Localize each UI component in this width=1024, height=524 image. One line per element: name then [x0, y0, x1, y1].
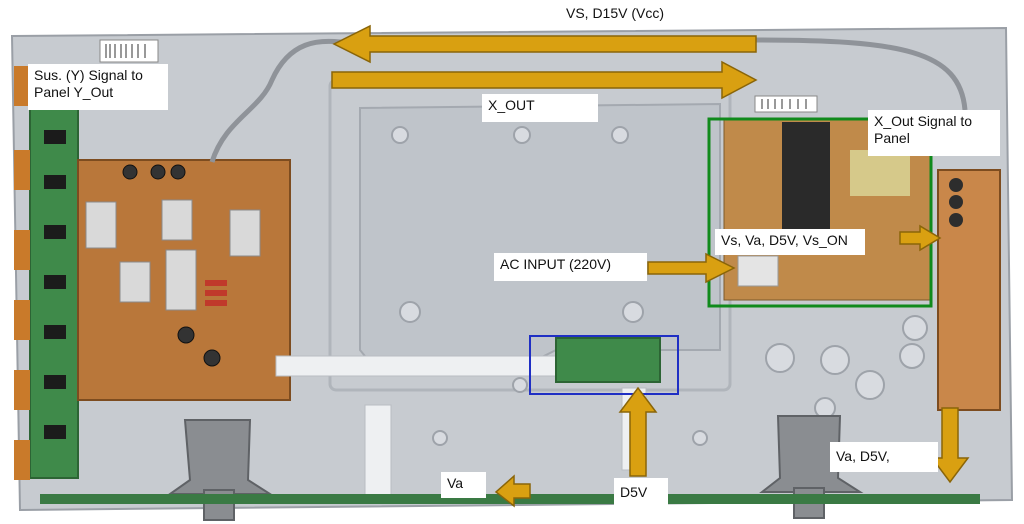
arrow-ac-input — [647, 252, 736, 284]
x-main-capacitors — [949, 178, 963, 227]
label-sus-signal: Sus. (Y) Signal to Panel Y_Out — [28, 64, 168, 110]
barcode-sticker-right — [754, 95, 818, 113]
arrow-vs-left — [332, 24, 757, 64]
arrow-va-left — [494, 474, 531, 508]
label-va-d5v: Va, D5V, — [830, 442, 938, 472]
power-supply-highlight — [707, 117, 933, 308]
y-connectors — [14, 66, 30, 480]
y-main-coils — [205, 280, 227, 306]
y-main-transformers — [85, 199, 261, 311]
arrow-x-out-signal — [899, 224, 942, 252]
y-buffer-board — [29, 107, 79, 479]
ribbon-cable-mid — [275, 355, 557, 377]
arrow-va-d5v-down — [930, 407, 970, 484]
ribbon-cable-top — [209, 37, 968, 163]
arrow-xout-right — [331, 60, 758, 100]
chassis-inner-panel — [359, 102, 721, 374]
label-d5v: D5V — [614, 478, 668, 506]
label-ac-input: AC INPUT (220V) — [494, 253, 647, 281]
label-vs-d15v: VS, D15V (Vcc) — [548, 2, 682, 28]
ribbon-cable-bottom — [364, 404, 392, 502]
label-va: Va — [441, 472, 486, 498]
label-x-out-signal: X_Out Signal to Panel — [868, 110, 1000, 156]
logic-board — [555, 337, 661, 383]
label-vs-va-d5v-vs-on: Vs, Va, D5V, Vs_ON — [715, 229, 865, 255]
ac-input-socket — [737, 255, 779, 287]
label-x-out: X_OUT — [482, 94, 598, 122]
y-buffer-chips — [44, 130, 66, 439]
logic-board-highlight — [529, 335, 679, 395]
chassis-holes — [391, 126, 928, 446]
y-main-capacitors — [122, 164, 221, 367]
barcode-sticker-left — [99, 39, 159, 63]
power-supply-transformer — [850, 150, 910, 196]
x-main-board — [937, 169, 1001, 411]
arrow-d5v-up — [618, 386, 658, 477]
power-supply-heatsink — [782, 122, 830, 232]
arrows — [331, 24, 970, 508]
